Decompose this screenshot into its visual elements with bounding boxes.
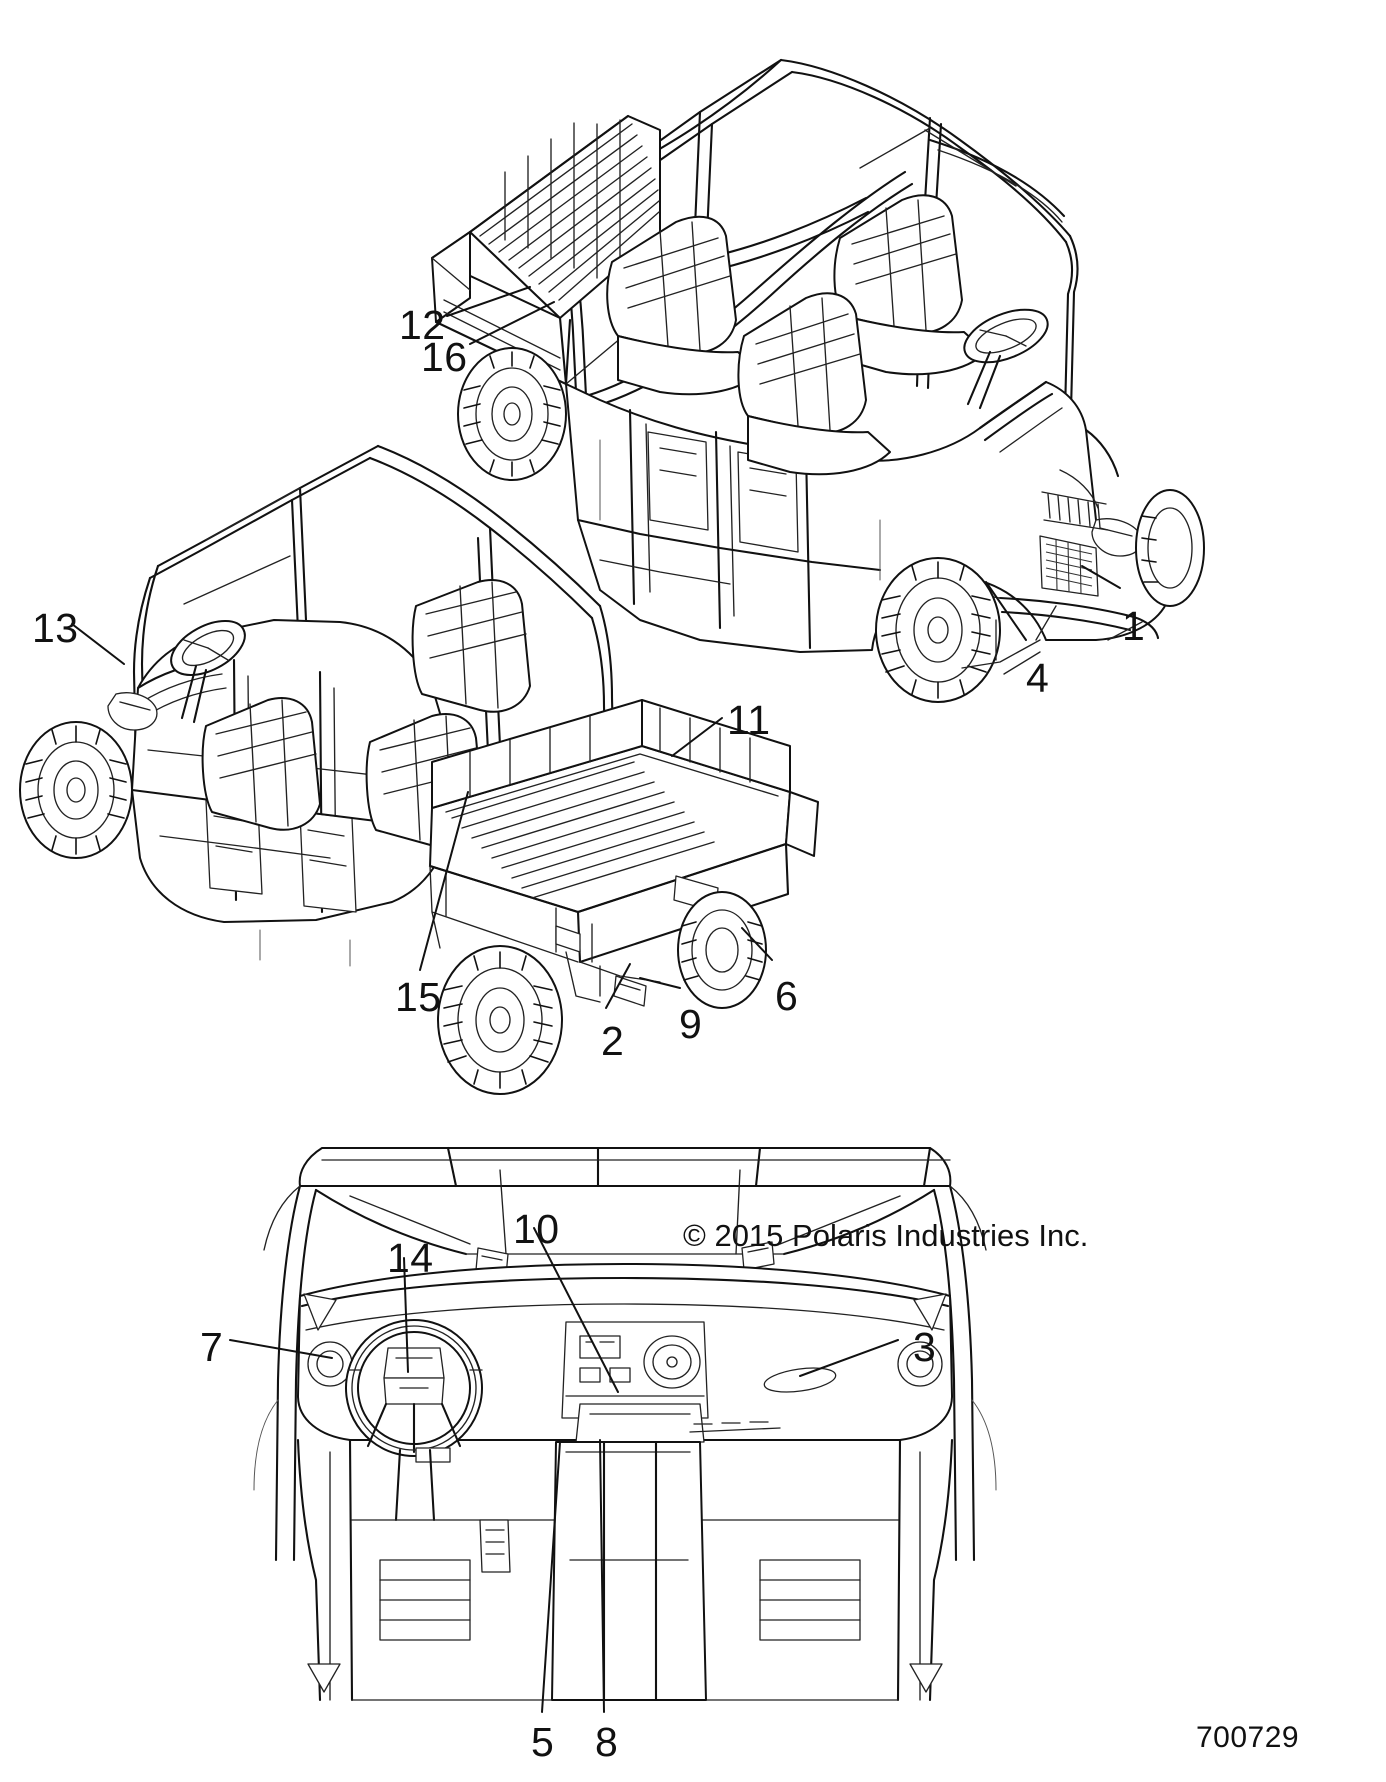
- front-suspension-upper: [599, 439, 1143, 675]
- leader-lines: [71, 286, 1121, 1713]
- steering-wheel-upper: [963, 308, 1049, 410]
- callout-11: 11: [727, 697, 771, 743]
- callout-14: 14: [387, 1235, 434, 1281]
- callout-4: 4: [1026, 655, 1050, 701]
- view-upper-right: [431, 58, 1205, 703]
- cargo-bed-middle: [428, 699, 819, 964]
- rear-wheel-right-upper: [457, 347, 567, 481]
- footwell-bottom: [253, 1185, 997, 1702]
- steering-wheel-middle: [170, 619, 246, 724]
- callout-1: 1: [1122, 603, 1146, 649]
- callout-7: 7: [200, 1324, 224, 1370]
- front-wheel-right-upper: [875, 557, 1001, 703]
- undercarriage-middle: [259, 911, 661, 1007]
- callout-6: 6: [775, 973, 799, 1019]
- view-bottom-cockpit: [253, 1146, 997, 1702]
- callout-3: 3: [913, 1324, 937, 1370]
- callout-10: 10: [513, 1206, 560, 1252]
- callout-16: 16: [421, 334, 468, 380]
- view-middle-left: [19, 444, 819, 1095]
- front-wheel-far-upper: [1135, 489, 1205, 607]
- callout-15: 15: [395, 974, 442, 1020]
- part-number: 700729: [1196, 1721, 1300, 1754]
- polaris-badge: [1041, 491, 1109, 531]
- seats-upper: [606, 194, 987, 476]
- callout-12: 12: [399, 302, 446, 348]
- steering-wheel-bottom: [345, 1319, 483, 1522]
- vehicle-body-upper: [565, 380, 1169, 653]
- copyright-notice: © 2015 Polaris Industries Inc.: [683, 1218, 1089, 1253]
- gauge-cluster: [561, 1321, 709, 1419]
- callout-5: 5: [531, 1719, 555, 1765]
- callout-9: 9: [679, 1001, 703, 1047]
- roof-frame-bottom: [274, 1146, 976, 1562]
- callout-13: 13: [32, 605, 79, 651]
- rear-wheel-right-middle: [677, 891, 767, 1009]
- front-wheel-left-middle: [19, 721, 133, 859]
- front-grille: [1039, 535, 1099, 597]
- callout-2: 2: [601, 1018, 625, 1064]
- rear-wheel-left-middle: [437, 945, 563, 1095]
- callout-8: 8: [595, 1719, 619, 1765]
